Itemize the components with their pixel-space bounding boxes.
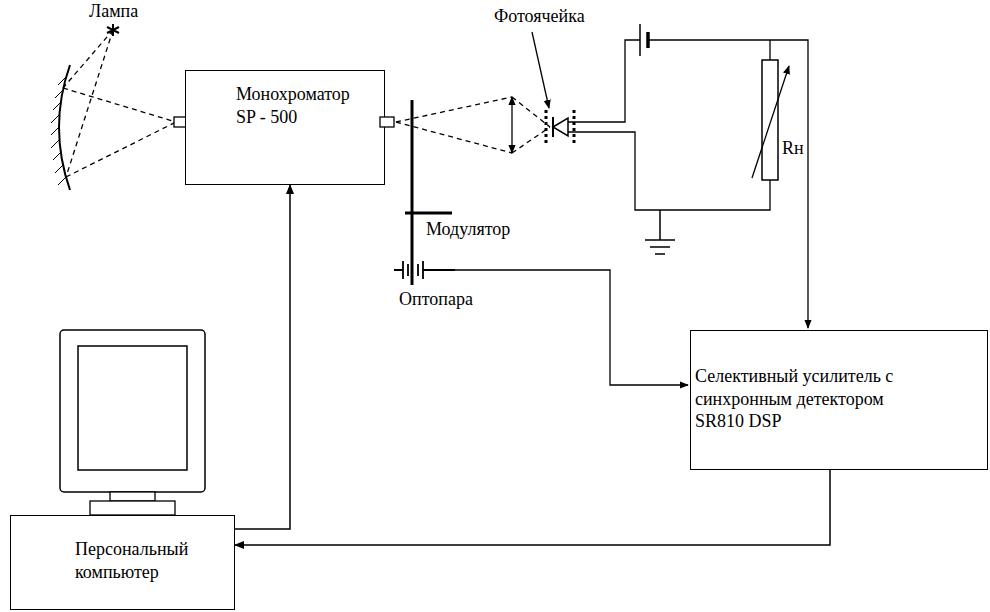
circuit-wire [568,40,770,210]
photodiode-symbol [553,118,568,136]
monitor-base [90,501,175,515]
modulator-axis [405,212,452,215]
modulator-disk [411,100,414,285]
optocoupler-label: Оптопара [398,289,474,311]
signal-connector [235,470,830,545]
computer-box: Персональный компьютер [10,515,235,610]
mirror-hatching [51,77,66,185]
variable-arrow [752,66,789,178]
photocell-label: Фотоячейка [493,6,586,28]
lens-symbol [511,97,512,153]
resistor-label: Rн [781,138,805,160]
optocoupler-symbol [394,261,455,279]
monitor-screen [78,346,187,470]
lamp-label: Лампа [88,1,139,23]
ground-symbol [645,210,675,254]
node-label: Персональный компьютер [75,538,210,583]
circuit-wire [568,40,640,122]
photocell-window [546,110,574,144]
lock-in-amplifier-box: Селективный усилитель с синхронным детек… [690,330,988,470]
battery-plate [639,24,641,56]
exit-slit [380,117,394,127]
signal-wire [648,40,808,328]
reference-wire [455,270,688,385]
resistor-symbol [762,60,778,180]
signal-connector [235,185,290,529]
node-label: Селективный усилитель с синхронным детек… [695,365,910,433]
modulator-label: Модулятор [425,219,511,241]
leader-arrow [532,32,549,108]
monitor-neck [110,492,155,501]
monitor-frame [60,330,205,492]
light-ray [63,30,176,177]
node-label: Монохроматор SP - 500 [236,83,366,128]
monochromator-box: Монохроматор SP - 500 [185,70,385,185]
photodiode-bar [552,117,554,137]
light-ray [396,97,550,153]
